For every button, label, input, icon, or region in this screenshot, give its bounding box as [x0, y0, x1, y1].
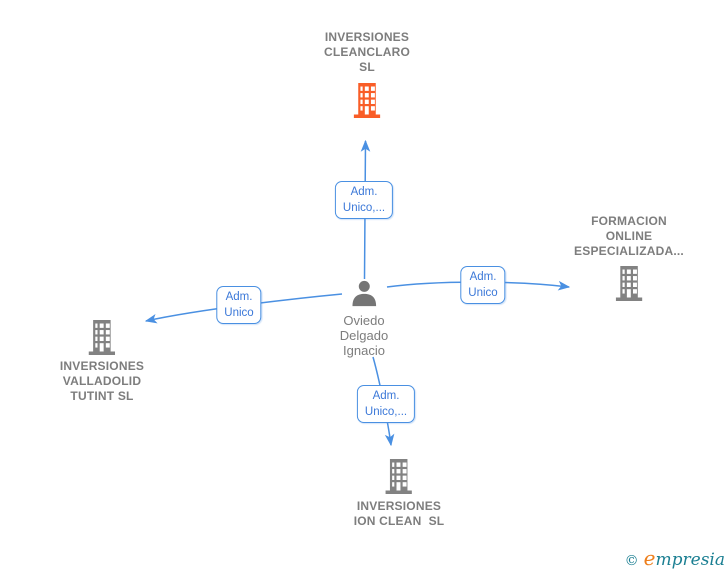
company-label-bottom[interactable]: INVERSIONES ION CLEAN SL	[354, 499, 445, 529]
company-label-bottom-line2: ION CLEAN SL	[353, 514, 445, 528]
company-label-right-line2: ONLINE	[605, 229, 653, 243]
company-label-bottom-line1: INVERSIONES	[356, 499, 442, 513]
company-label-top-line2: CLEANCLARO	[324, 45, 410, 59]
brand-rest: mpresia	[655, 550, 726, 570]
brand-initial: e	[643, 546, 656, 570]
person-label-line1: Oviedo	[343, 313, 385, 328]
edge-label-box-bottom[interactable]: Adm. Unico,...	[356, 385, 416, 423]
edge-label-top-line2: Unico,...	[342, 202, 386, 214]
person-label[interactable]: Oviedo Delgado Ignacio	[340, 313, 388, 358]
node-company-right[interactable]: FORMACION ONLINE ESPECIALIZADA...	[574, 214, 684, 302]
person-label-line2: Delgado	[339, 328, 389, 343]
edge-label-left-line2: Unico	[224, 307, 254, 319]
node-person-center[interactable]: Oviedo Delgado Ignacio	[340, 280, 388, 358]
edge-label-right-line2: Unico	[468, 287, 498, 299]
company-label-left[interactable]: INVERSIONES VALLADOLID TUTINT SL	[60, 359, 144, 404]
edge-label-box-top[interactable]: Adm. Unico,...	[334, 181, 394, 219]
edge-label-right-line1: Adm.	[469, 271, 497, 283]
edge-label-bottom-line2: Unico,...	[364, 406, 408, 418]
edge-label-box-right[interactable]: Adm. Unico	[460, 266, 506, 304]
edge-label-bottom-line1: Adm.	[372, 390, 400, 402]
person-label-line3: Ignacio	[343, 343, 385, 358]
edge-label-box-left[interactable]: Adm. Unico	[216, 286, 262, 324]
building-icon[interactable]	[615, 265, 643, 302]
node-company-bottom[interactable]: INVERSIONES ION CLEAN SL	[354, 458, 445, 529]
company-label-right-line3: ESPECIALIZADA...	[574, 244, 684, 258]
company-label-top-line3: SL	[359, 60, 375, 74]
company-label-top[interactable]: INVERSIONES CLEANCLARO SL	[324, 30, 410, 75]
person-icon[interactable]	[351, 280, 378, 307]
company-label-left-line3: TUTINT SL	[70, 389, 134, 403]
copyright-icon: ©	[624, 553, 639, 569]
building-icon-highlighted[interactable]	[353, 82, 381, 119]
edge-label-left-line1: Adm.	[225, 291, 253, 303]
building-icon[interactable]	[385, 458, 413, 495]
company-label-left-line1: INVERSIONES	[59, 359, 145, 373]
node-company-left[interactable]: INVERSIONES VALLADOLID TUTINT SL	[60, 319, 144, 404]
building-icon[interactable]	[88, 319, 116, 356]
company-label-right[interactable]: FORMACION ONLINE ESPECIALIZADA...	[574, 214, 684, 259]
company-label-left-line2: VALLADOLID	[62, 374, 142, 388]
empresia-logo[interactable]: © e mpresia	[625, 548, 725, 570]
edge-label-top-line1: Adm.	[350, 186, 378, 198]
company-label-top-line1: INVERSIONES	[324, 30, 410, 44]
company-label-right-line1: FORMACION	[591, 214, 667, 228]
node-company-top[interactable]: INVERSIONES CLEANCLARO SL	[324, 30, 410, 119]
